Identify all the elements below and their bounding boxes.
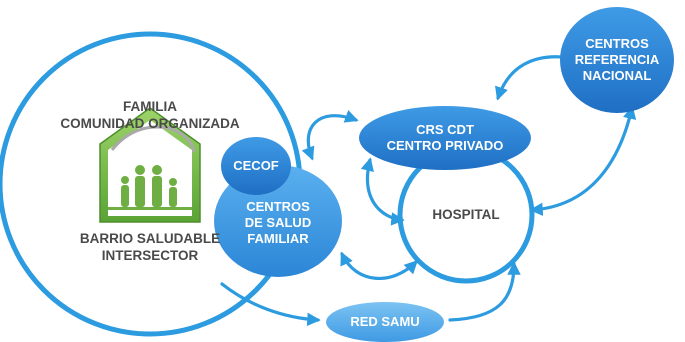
- samu-label: RED SAMU: [350, 314, 420, 329]
- family-house-icon: [99, 107, 201, 223]
- crs-ellipse: [359, 106, 531, 170]
- referencia-ellipse: [560, 7, 674, 113]
- arrow-hospital-referencia: [529, 105, 637, 216]
- crs-label-2: CENTRO PRIVADO: [386, 138, 504, 153]
- arrow-crs-hospital: [360, 157, 405, 226]
- cesfam-label-2: DE SALUD: [244, 215, 312, 230]
- arrow-cesfam-hospital: [340, 251, 418, 281]
- arrow-samu-hospital: [448, 261, 521, 322]
- cecof-label: CECOF: [233, 158, 279, 173]
- hospital-label: HOSPITAL: [432, 207, 500, 222]
- samu-ellipse: [326, 302, 444, 342]
- community-label-barrio: BARRIO SALUDABLE: [79, 231, 221, 246]
- arrow-cesfam-crs: [301, 109, 359, 161]
- referencia-label-3: NACIONAL: [582, 68, 652, 83]
- crs-label-1: CRS CDT: [416, 122, 474, 137]
- referencia-label-1: CENTROS: [585, 36, 649, 51]
- connection-arrows: [220, 49, 637, 327]
- cesfam-label-3: FAMILIAR: [247, 231, 309, 246]
- community-label-intersector: INTERSECTOR: [101, 248, 199, 263]
- arrow-crs-referencia: [495, 49, 575, 101]
- arrow-community-samu: [220, 282, 321, 327]
- community-label-familia: FAMILIA: [123, 99, 177, 114]
- cecof-ellipse: [221, 137, 291, 195]
- community-label-comunidad: COMUNIDAD ORGANIZADA: [60, 116, 240, 131]
- cesfam-label-1: CENTROS: [246, 199, 310, 214]
- referencia-label-2: REFERENCIA: [574, 52, 660, 67]
